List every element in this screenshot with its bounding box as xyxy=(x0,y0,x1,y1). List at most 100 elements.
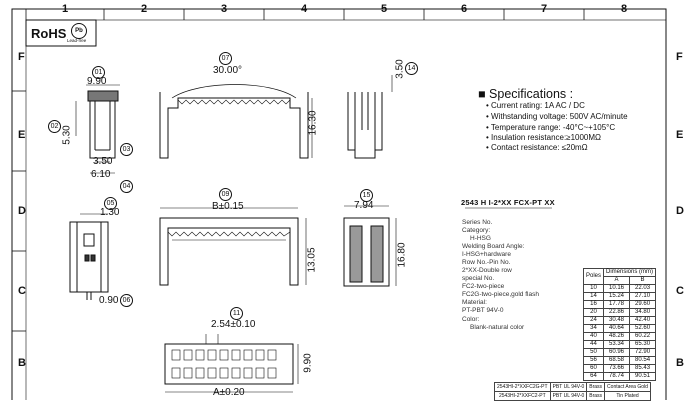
balloon-14: 14 xyxy=(405,62,418,75)
legend-material: Material: xyxy=(462,299,487,306)
material-cell: PBT UL 94V-0 xyxy=(549,382,588,392)
dim-16-30: 16.30 xyxy=(307,110,319,136)
legend-angle: Welding Board Angle: xyxy=(462,243,525,250)
material-cell: PBT UL 94V-0 xyxy=(549,391,588,401)
grid-col-2: 2 xyxy=(141,3,148,15)
material-cell: 2543HI-2*XXFC2-PT xyxy=(494,391,551,401)
table-cell: 15.24 xyxy=(603,292,631,301)
table-cell: 72.90 xyxy=(629,348,657,357)
grid-col-7: 7 xyxy=(541,3,548,15)
dim-a: A±0.20 xyxy=(213,387,245,398)
table-cell: 40.64 xyxy=(603,324,631,333)
table-cell: 29.60 xyxy=(629,300,657,309)
spec-contact: • Contact resistance: ≤20mΩ xyxy=(486,143,588,152)
specs-title-text: Specifications : xyxy=(489,87,574,101)
table-cell: 22.03 xyxy=(629,284,657,293)
balloon-06: 06 xyxy=(120,294,133,307)
table-cell: 40 xyxy=(582,332,605,341)
legend-row: Row No.-Pin No. xyxy=(462,259,511,266)
legend-fc2g: FC2G-two-piece,gold flash xyxy=(462,291,539,298)
table-cell: 34.80 xyxy=(629,308,657,317)
table-caption: Dimensions (mm) xyxy=(603,268,657,277)
balloon-09: 09 xyxy=(219,188,232,201)
dim-1-30: 1.30 xyxy=(100,207,120,218)
table-cell: 52.60 xyxy=(629,324,657,333)
table-cell: 60.22 xyxy=(629,332,657,341)
spec-current-text: Current rating: 1A AC / DC xyxy=(491,101,585,110)
table-cell: 64 xyxy=(582,372,605,381)
dim-b: B±0.15 xyxy=(212,201,244,212)
grid-col-5: 5 xyxy=(381,3,388,15)
balloon-05: 05 xyxy=(104,197,117,210)
grid-col-8: 8 xyxy=(621,3,628,15)
grid-row-f-right: F xyxy=(676,51,683,63)
grid-row-e: E xyxy=(18,129,26,141)
grid-col-6: 6 xyxy=(461,3,468,15)
legend-pbt: PT-PBT 94V-0 xyxy=(462,307,504,314)
legend-fc2: FC2-two-piece xyxy=(462,283,505,290)
table-cell: 30.48 xyxy=(603,316,631,325)
balloon-02: 02 xyxy=(48,120,61,133)
table-cell: 14 xyxy=(582,292,605,301)
lead-free-badge-text: Pb xyxy=(75,28,83,34)
table-header-poles: Poles xyxy=(582,268,605,285)
material-cell: Tin Plated xyxy=(604,391,651,401)
table-cell: 78.74 xyxy=(603,372,631,381)
rohs-label: RoHS xyxy=(31,26,67,41)
grid-col-4: 4 xyxy=(301,3,308,15)
legend-ihsg: I-HSG+hardware xyxy=(462,251,511,258)
dim-7-94: 7.94 xyxy=(354,200,374,211)
grid-row-d: D xyxy=(18,205,26,217)
table-cell: 73.66 xyxy=(603,364,631,373)
material-cell: Brass xyxy=(586,391,606,401)
grid-row-c: C xyxy=(18,285,26,297)
spec-contact-text: Contact resistance: ≤20mΩ xyxy=(491,143,588,152)
table-cell: 68.58 xyxy=(603,356,631,365)
table-header-b: B xyxy=(629,276,657,285)
balloon-04: 04 xyxy=(120,180,133,193)
table-cell: 44 xyxy=(582,340,605,349)
legend-hhsg: H-HSG xyxy=(470,235,491,242)
table-cell: 22.86 xyxy=(603,308,631,317)
legend-series: Series No. xyxy=(462,219,493,226)
table-cell: 53.34 xyxy=(603,340,631,349)
spec-insulation: • Insulation resistance:≥1000MΩ xyxy=(486,133,602,142)
spec-voltage-text: Withstanding voltage: 500V AC/minute xyxy=(491,112,628,121)
table-cell: 85.43 xyxy=(629,364,657,373)
grid-row-f: F xyxy=(18,51,25,63)
dim-9-90: 9.90 xyxy=(87,76,107,87)
table-cell: 56 xyxy=(582,356,605,365)
material-cell: Brass xyxy=(586,382,606,392)
dim-30-deg: 30.00° xyxy=(213,65,243,76)
table-cell: 20 xyxy=(582,308,605,317)
balloon-15: 15 xyxy=(360,189,373,202)
table-cell: 10 xyxy=(582,284,605,293)
dim-0-90: 0.90 xyxy=(99,295,119,306)
spec-current: • Current rating: 1A AC / DC xyxy=(486,101,585,110)
balloon-01: 01 xyxy=(92,66,105,79)
dim-2-54: 2.54±0.10 xyxy=(211,319,256,330)
table-cell: 10.16 xyxy=(603,284,631,293)
grid-row-e-right: E xyxy=(676,129,684,141)
grid-row-c-right: C xyxy=(676,285,684,297)
specs-title: ■ Specifications : xyxy=(478,87,574,101)
dim-16-80: 16.80 xyxy=(396,242,408,268)
dim-3-50: 3.50 xyxy=(93,156,113,167)
table-cell: 60.96 xyxy=(603,348,631,357)
part-code: 2543 H I-2*XX FCX-PT XX xyxy=(461,198,555,207)
grid-row-b-right: B xyxy=(676,357,684,369)
grid-col-1: 1 xyxy=(62,3,69,15)
table-cell: 90.51 xyxy=(629,372,657,381)
table-cell: 48.26 xyxy=(603,332,631,341)
legend-category: Category: xyxy=(462,227,491,234)
balloon-03: 03 xyxy=(120,143,133,156)
